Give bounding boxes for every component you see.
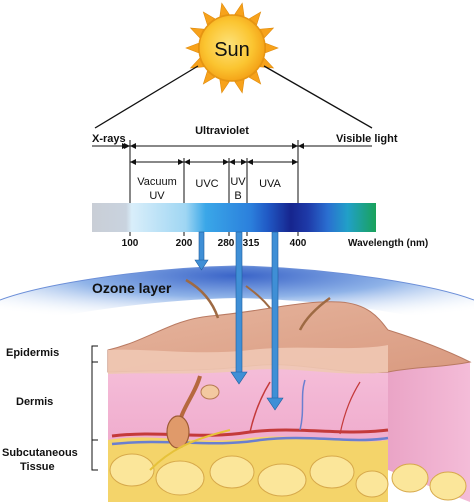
- uvb-arrow: [230, 231, 248, 385]
- tick-315: 315: [243, 238, 260, 249]
- sun-ray: [219, 79, 230, 94]
- vacuum-uv-label-line1: Vacuum: [137, 176, 177, 188]
- layer-brackets: [91, 345, 98, 471]
- tick-100: 100: [122, 238, 139, 249]
- uvc-arrow: [194, 231, 209, 271]
- uva-label: UVA: [259, 178, 281, 190]
- vacuum-uv-label-line2: UV: [149, 190, 165, 202]
- sun-ray: [234, 2, 245, 17]
- skin-cross-section: [107, 278, 472, 502]
- tick-200: 200: [176, 238, 193, 249]
- sun-ray: [234, 79, 245, 94]
- sun-label: Sun: [214, 39, 250, 61]
- sun-ray: [265, 42, 279, 54]
- uva-arrow: [266, 231, 284, 411]
- uvb-label-line2: B: [234, 190, 241, 202]
- wavelength-axis-label: Wavelength (nm): [348, 238, 428, 249]
- xrays-label: X-rays: [92, 133, 126, 145]
- uvc-label: UVC: [195, 178, 218, 190]
- sun-ray: [185, 42, 199, 54]
- sun-beam-left: [94, 65, 199, 129]
- subcutaneous-label-line1: Subcutaneous: [2, 447, 78, 459]
- ultraviolet-label: Ultraviolet: [195, 125, 249, 137]
- uvb-label-line1: UV: [230, 176, 246, 188]
- epidermis-label: Epidermis: [6, 347, 59, 359]
- spectrum-bar: [92, 203, 376, 232]
- sun-icon: [185, 2, 279, 94]
- bracket-arrowheads: [124, 143, 304, 165]
- dermis-label: Dermis: [16, 396, 53, 408]
- sun-beam-right: [263, 65, 373, 129]
- sun-ray: [219, 2, 230, 17]
- tick-280: 280: [218, 238, 235, 249]
- ozone-layer-label: Ozone layer: [92, 280, 172, 296]
- subcutaneous-label-line2: Tissue: [20, 461, 55, 473]
- tick-400: 400: [290, 238, 307, 249]
- visible-light-label: Visible light: [336, 133, 398, 145]
